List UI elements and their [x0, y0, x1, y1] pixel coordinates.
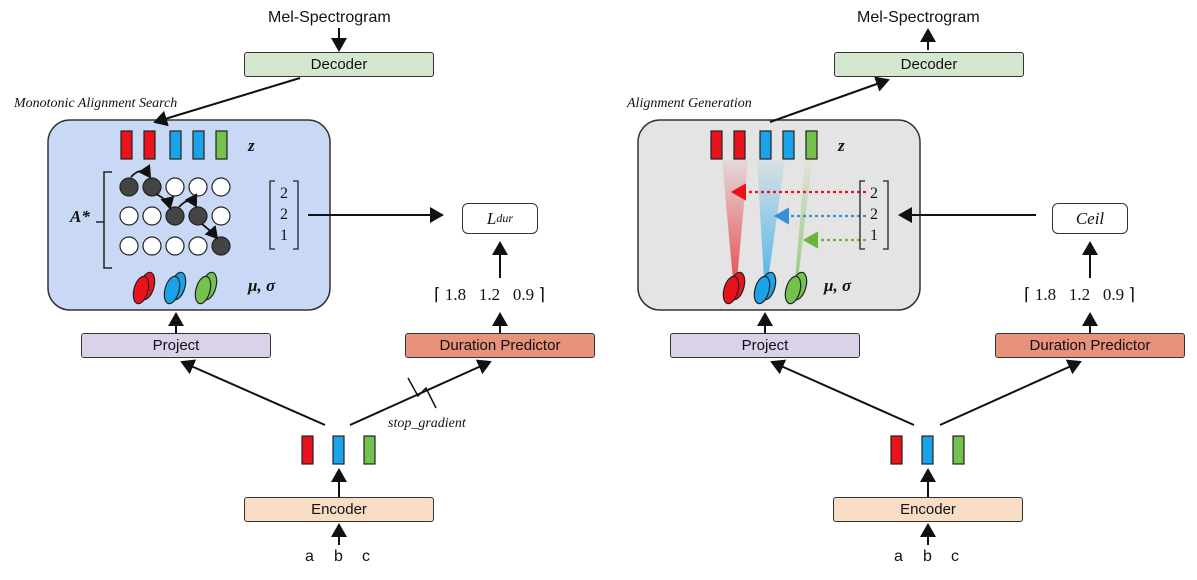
- left-matrix-bracket-l: [269, 180, 275, 250]
- l-dur-label: L: [486, 208, 497, 228]
- left-matrix-value: 2: [280, 206, 288, 223]
- stop-gradient-zigzag: [407, 377, 437, 409]
- right-z-blocks: [710, 130, 818, 160]
- left-mel-spectrogram-label: Mel-Spectrogram: [268, 9, 391, 26]
- l-dur-subscript: dur: [496, 211, 514, 225]
- right-matrix-value: 1: [870, 227, 878, 244]
- right-vec-open-bracket: ⌈: [1024, 285, 1035, 304]
- left-vec-close-bracket: ⌉: [534, 285, 546, 304]
- right-panel-to-decoder-arrow: [769, 76, 890, 123]
- right-z-label: z: [838, 136, 845, 155]
- a-star-bracket: [103, 171, 112, 269]
- right-vec-close-bracket: ⌉: [1124, 285, 1136, 304]
- alignment-grid: [119, 164, 231, 256]
- right-matrix-bracket-r: [883, 180, 889, 250]
- left-encoder-blocks: [301, 435, 376, 465]
- left-vec-open-bracket: ⌈: [434, 285, 445, 304]
- left-mu-sigma-label: μ, σ: [248, 276, 276, 295]
- left-duration-matrix: 2 2 1: [276, 183, 292, 246]
- left-z-blocks: [120, 130, 228, 160]
- left-mu-sigma-ellipses: [132, 271, 218, 305]
- right-input-c: c: [951, 548, 959, 565]
- right-blocks-to-project-arrow: [770, 359, 915, 426]
- left-matrix-value: 2: [280, 185, 288, 202]
- left-decoder-box: Decoder: [244, 52, 434, 77]
- right-mu-sigma-ellipses: [722, 271, 808, 305]
- right-durations-values: 1.8 1.2 0.9: [1034, 285, 1125, 304]
- left-input-b: b: [334, 548, 343, 565]
- left-blocks-to-project-arrow: [180, 359, 326, 426]
- blue-cone: [757, 160, 785, 280]
- left-durations-vector: ⌈ 1.8 1.2 0.9 ⌉: [434, 285, 545, 305]
- right-encoder-blocks: [890, 435, 965, 465]
- right-input-b: b: [923, 548, 932, 565]
- right-matrix-bracket-l: [859, 180, 865, 250]
- ceil-box: Ceil: [1052, 203, 1128, 234]
- stop-gradient-label: stop_gradient: [388, 416, 466, 431]
- right-mel-spectrogram-label: Mel-Spectrogram: [857, 9, 980, 26]
- left-z-label: z: [248, 136, 255, 155]
- right-durations-vector: ⌈ 1.8 1.2 0.9 ⌉: [1024, 285, 1135, 305]
- right-blocks-to-durpred-arrow: [939, 359, 1082, 426]
- right-decoder-box: Decoder: [834, 52, 1024, 77]
- left-panel-title: Monotonic Alignment Search: [14, 96, 178, 111]
- left-encoder-box: Encoder: [244, 497, 434, 522]
- left-matrix-value: 1: [280, 227, 288, 244]
- right-duration-matrix: 2 2 1: [866, 183, 882, 246]
- right-duration-predictor-box: Duration Predictor: [995, 333, 1185, 358]
- right-project-box: Project: [670, 333, 860, 358]
- right-panel-title: Alignment Generation: [627, 96, 752, 111]
- left-decoder-to-panel-arrow: [153, 77, 301, 127]
- right-mu-sigma-label: μ, σ: [824, 276, 852, 295]
- left-project-box: Project: [81, 333, 271, 358]
- right-encoder-box: Encoder: [833, 497, 1023, 522]
- left-duration-predictor-box: Duration Predictor: [405, 333, 595, 358]
- right-input-a: a: [894, 548, 903, 565]
- left-input-a: a: [305, 548, 314, 565]
- green-cone: [795, 160, 812, 280]
- right-matrix-value: 2: [870, 185, 878, 202]
- left-matrix-bracket-r: [293, 180, 299, 250]
- a-star-label: A*: [70, 207, 90, 226]
- left-input-c: c: [362, 548, 370, 565]
- right-matrix-value: 2: [870, 206, 878, 223]
- left-durations-values: 1.8 1.2 0.9: [444, 285, 535, 304]
